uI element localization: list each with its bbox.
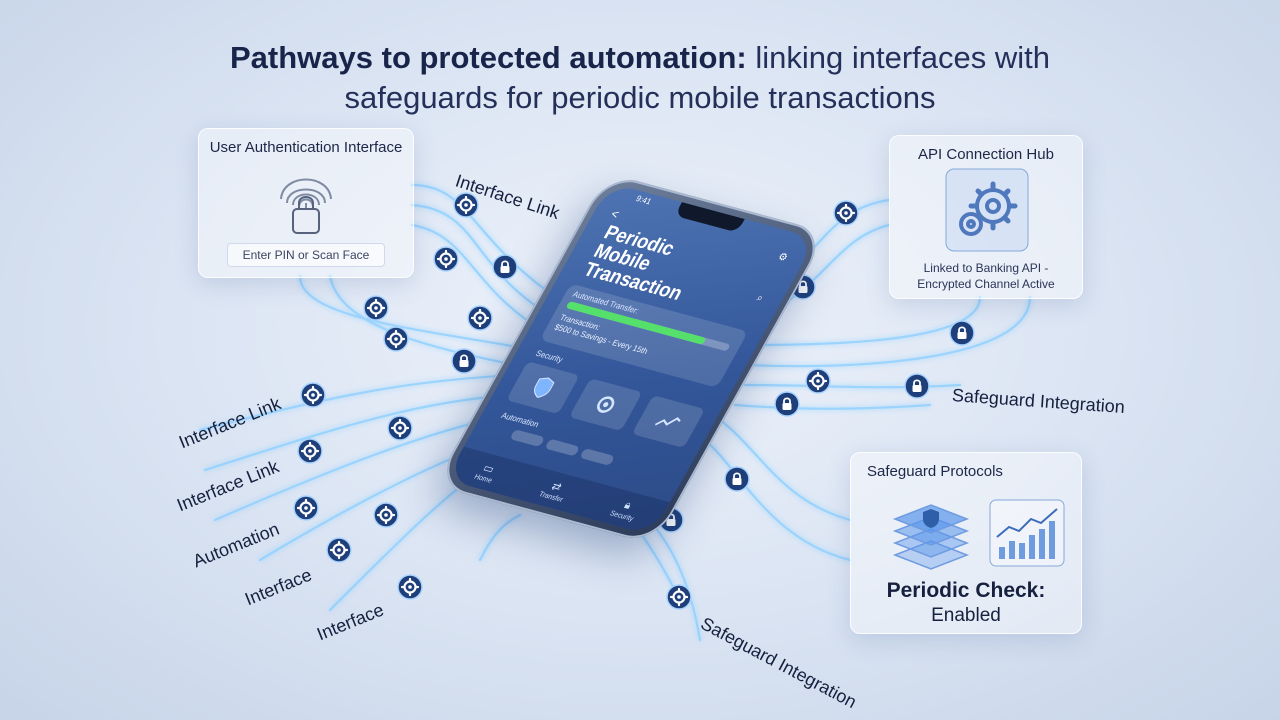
trend-chart-icon [989, 499, 1065, 567]
auth-panel-title: User Authentication Interface [209, 139, 403, 156]
api-panel-title: API Connection Hub [918, 146, 1054, 163]
title-bold-part: Pathways to protected automation: [230, 40, 747, 75]
layered-shield-icon [892, 504, 970, 570]
pin-or-face-field[interactable]: Enter PIN or Scan Face [227, 243, 385, 267]
settings-icon[interactable]: ⚙ [775, 251, 790, 265]
path-right-2 [733, 403, 932, 410]
api-panel: API Connection Hub Linked to Banking API… [889, 135, 1083, 299]
chart-icon[interactable] [631, 395, 706, 448]
lock-icon [292, 208, 320, 234]
nav-transfer[interactable]: ⇄Transfer [538, 477, 572, 504]
bottom-nav: ▭Home ⇄Transfer 🔒︎Security [445, 446, 670, 536]
path-auth-2 [410, 203, 557, 320]
diagram-title: Pathways to protected automation: linkin… [0, 38, 1280, 118]
periodic-check-status: Enabled [931, 605, 1001, 626]
path-bottom-3 [478, 513, 522, 562]
path-auth-3 [410, 223, 552, 337]
automation-chip[interactable] [544, 438, 581, 457]
path-safe-1 [718, 418, 852, 522]
safeguard-panel-title: Safeguard Protocols [867, 463, 1003, 480]
automation-chip[interactable] [509, 429, 546, 448]
api-status-line1: Linked to Banking API - [923, 261, 1049, 275]
api-status-line2: Encrypted Channel Active [917, 277, 1055, 291]
gear-icon [945, 168, 1029, 252]
nav-security[interactable]: 🔒︎Security [609, 496, 643, 522]
periodic-check-title: Periodic Check: [886, 579, 1046, 602]
path-left-2 [203, 393, 517, 472]
nav-home[interactable]: ▭Home [473, 459, 501, 484]
path-left-1 [198, 373, 522, 432]
back-icon[interactable]: < [608, 206, 622, 222]
path-api-3 [748, 295, 982, 347]
auth-panel: User Authentication Interface Enter PIN … [198, 128, 414, 278]
path-safe-2 [703, 438, 852, 562]
phone-notch [674, 202, 745, 233]
search-icon[interactable]: ⌕ [754, 292, 766, 305]
fingerprint-icon [280, 178, 332, 234]
automation-chips [509, 429, 616, 466]
security-tiles [506, 361, 706, 448]
title-line1-part: linking interfaces with [746, 40, 1050, 75]
phone-device: 9:41 < ⚙ Periodic Mobile Transaction ⌕ A… [434, 173, 828, 545]
safeguard-panel: Safeguard Protocols Periodic Check: Enab… [850, 452, 1082, 634]
path-auth-1 [410, 183, 562, 302]
path-auth-4 [298, 274, 547, 354]
path-api-4 [746, 295, 1032, 368]
path-right-1 [743, 383, 962, 389]
automation-section-label: Automation [499, 410, 541, 430]
automation-chip[interactable] [579, 448, 616, 466]
shield-icon[interactable] [506, 361, 580, 415]
api-status: Linked to Banking API - Encrypted Channe… [890, 260, 1082, 292]
phone-screen: 9:41 < ⚙ Periodic Mobile Transaction ⌕ A… [445, 182, 817, 536]
gear-icon[interactable] [568, 378, 643, 432]
status-time: 9:41 [634, 193, 654, 207]
security-section-label: Security [533, 348, 565, 365]
title-line2-part: safeguards for periodic mobile transacti… [344, 80, 936, 115]
